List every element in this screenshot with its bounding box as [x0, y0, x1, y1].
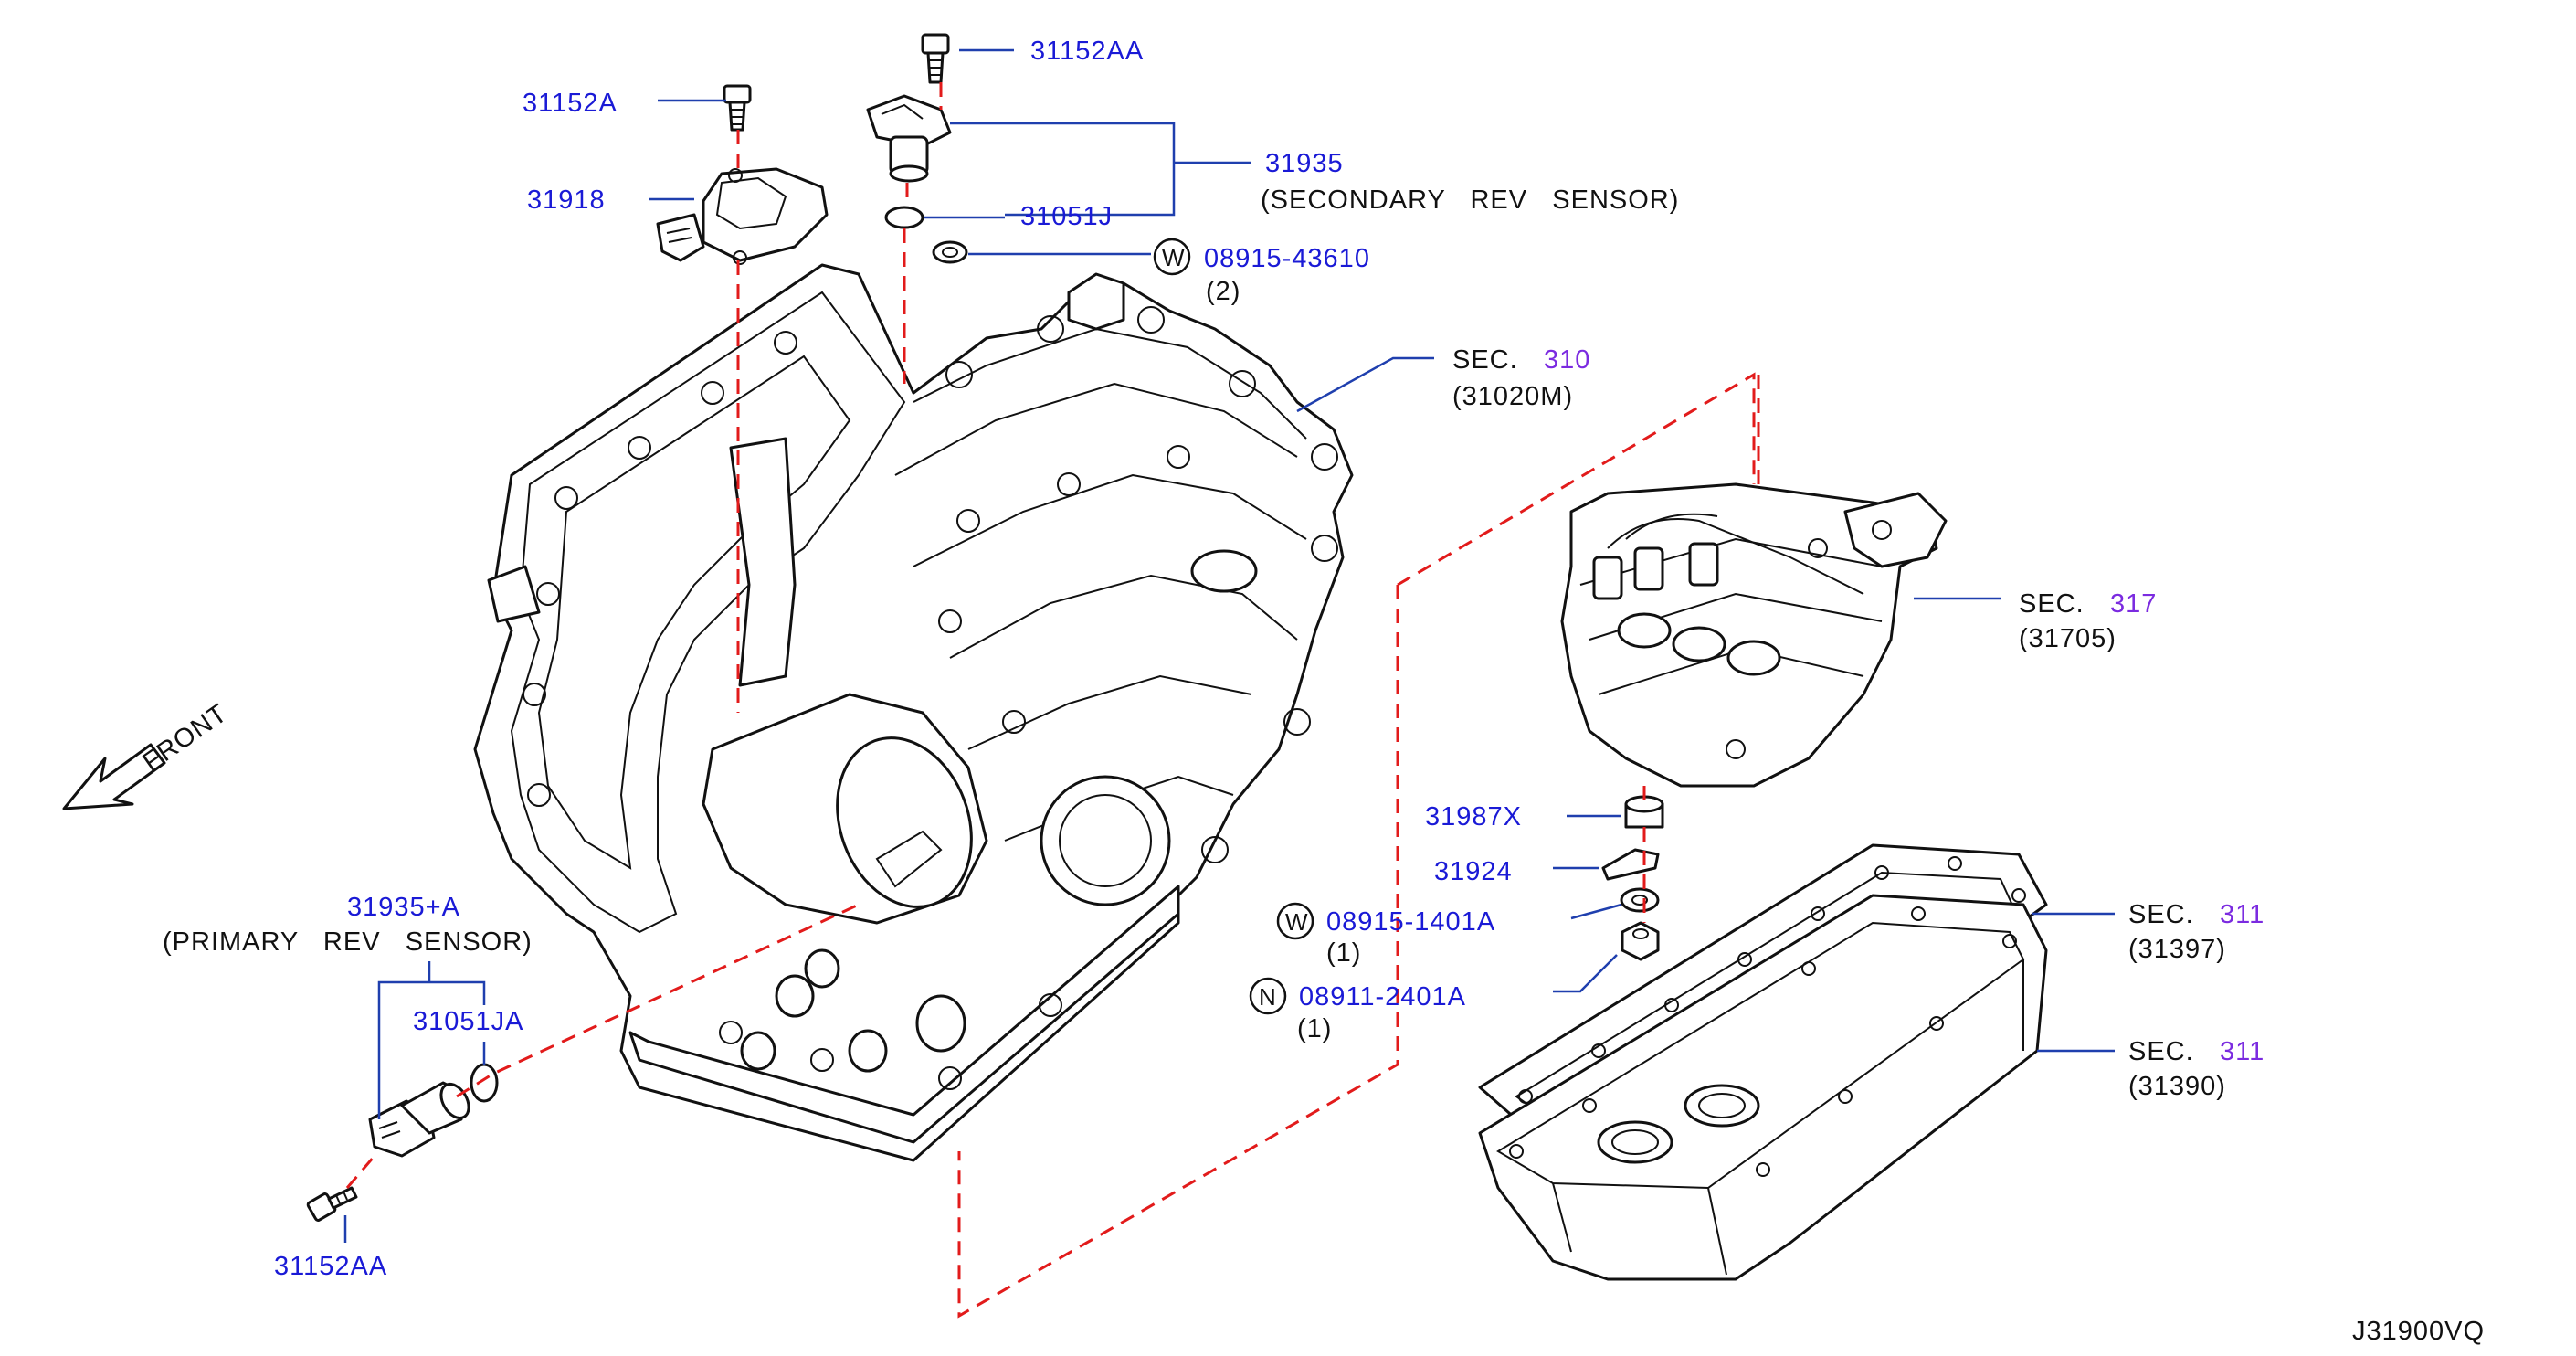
- washer-08915-43610: [932, 240, 968, 264]
- bolt-31152aa-bottom: [306, 1186, 358, 1222]
- label-primary-rev-sensor: 31935+A: [347, 893, 460, 922]
- label-sec-310-ref: (31020M): [1452, 382, 1573, 411]
- label-sec-317-num: 317: [2110, 589, 2157, 619]
- primary-rev-sensor: [368, 1081, 470, 1158]
- label-sec-311a-ref: (31397): [2128, 935, 2226, 964]
- label-sec-310-prefix: SEC.: [1452, 345, 1518, 375]
- label-nut-08911-2401a-qty: (1): [1297, 1014, 1332, 1043]
- label-nut-08911-2401a: 08911-2401A: [1299, 982, 1466, 1012]
- label-collar-31987x: 31987X: [1425, 802, 1522, 832]
- sensor-cover-31918: [656, 167, 829, 265]
- nut-08911-2401a: [1621, 921, 1660, 961]
- label-secondary-rev-sensor-desc: (SECONDARY REV SENSOR): [1261, 185, 1679, 215]
- clip-31924: [1601, 848, 1660, 881]
- bolt-31152aa-top: [921, 33, 950, 84]
- label-sensor-cover-31918: 31918: [527, 185, 606, 215]
- label-sec-310-num: 310: [1544, 345, 1590, 375]
- front-arrow-icon: [62, 743, 166, 810]
- label-washer-08915-43610: 08915-43610: [1204, 244, 1370, 273]
- oring-31051ja: [470, 1063, 499, 1103]
- bolt-31152a: [723, 84, 752, 132]
- secondary-rev-sensor: [866, 94, 952, 183]
- svg-text:W: W: [1285, 908, 1308, 936]
- label-oring-31051ja: 31051JA: [413, 1007, 524, 1036]
- label-oring-31051j: 31051J: [1020, 202, 1113, 231]
- leader-lines: [343, 48, 2115, 1243]
- label-sec-317-prefix: SEC.: [2019, 589, 2085, 619]
- label-sec-311b-ref: (31390): [2128, 1072, 2226, 1101]
- svg-text:W: W: [1162, 244, 1185, 271]
- nut-symbol: N: [1249, 977, 1287, 1015]
- label-secondary-rev-sensor: 31935: [1265, 149, 1344, 178]
- transmission-case: [473, 263, 1354, 1162]
- label-bolt-31152a: 31152A: [523, 89, 618, 118]
- label-primary-rev-sensor-desc: (PRIMARY REV SENSOR): [163, 927, 533, 957]
- washer-symbol-top: W: [1153, 238, 1191, 276]
- diagram-code: J31900VQ: [2352, 1317, 2485, 1346]
- svg-text:N: N: [1259, 983, 1276, 1011]
- label-bolt-31152aa-bottom: 31152AA: [274, 1252, 387, 1281]
- collar-31987x: [1624, 795, 1664, 829]
- label-sec-317-ref: (31705): [2019, 624, 2117, 653]
- label-washer-08915-1401a-qty: (1): [1326, 938, 1361, 968]
- washer-symbol-mid: W: [1276, 902, 1314, 940]
- label-washer-08915-43610-qty: (2): [1206, 277, 1240, 306]
- oil-pan: [1478, 894, 2048, 1281]
- label-sec-311a-num: 311: [2220, 900, 2265, 929]
- label-sec-311b-num: 311: [2220, 1037, 2265, 1066]
- label-clip-31924: 31924: [1434, 857, 1513, 886]
- oring-31051j: [884, 206, 924, 229]
- label-washer-08915-1401a: 08915-1401A: [1326, 907, 1495, 937]
- label-sec-311a-prefix: SEC.: [2128, 900, 2194, 929]
- assembly-lines: [345, 82, 1760, 1319]
- label-sec-311b-prefix: SEC.: [2128, 1037, 2194, 1066]
- label-bolt-31152aa-top: 31152AA: [1030, 37, 1144, 66]
- control-valve-body: [1560, 482, 1948, 788]
- front-label: FRONT: [138, 698, 233, 777]
- washer-08915-1401a: [1620, 887, 1660, 913]
